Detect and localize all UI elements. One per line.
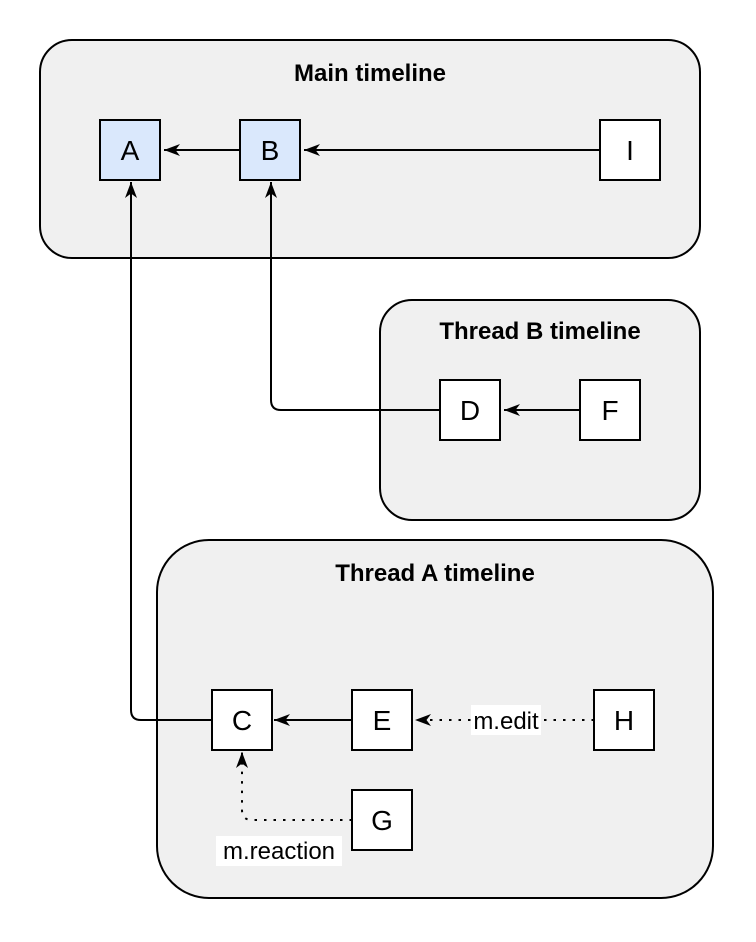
edge-label-m-reaction-bg — [216, 836, 342, 866]
thread-b-timeline-title: Thread B timeline — [439, 318, 640, 345]
node-I: I — [599, 119, 661, 181]
node-E: E — [351, 689, 413, 751]
node-F-label: F — [601, 395, 618, 426]
node-C-label: C — [232, 705, 252, 736]
node-A: A — [99, 119, 161, 181]
node-I-label: I — [626, 135, 634, 166]
node-A-label: A — [121, 135, 140, 166]
edge-label-m-edit: m.edit — [473, 708, 539, 735]
node-B: B — [239, 119, 301, 181]
node-F: F — [579, 379, 641, 441]
edge-label-m-reaction: m.reaction — [223, 838, 335, 865]
node-G: G — [351, 789, 413, 851]
node-H: H — [593, 689, 655, 751]
node-E-label: E — [373, 705, 392, 736]
edge-d-to-b — [265, 182, 440, 411]
edge-g-to-c — [236, 752, 352, 821]
node-D-label: D — [460, 395, 480, 426]
node-D: D — [439, 379, 501, 441]
edge-label-m-edit-bg — [471, 705, 541, 735]
main-timeline-title: Main timeline — [294, 60, 446, 87]
thread-a-timeline-title: Thread A timeline — [335, 560, 535, 587]
node-C: C — [211, 689, 273, 751]
node-H-label: H — [614, 705, 634, 736]
node-G-label: G — [371, 805, 393, 836]
node-B-label: B — [261, 135, 280, 166]
edge-c-to-a — [125, 182, 212, 721]
